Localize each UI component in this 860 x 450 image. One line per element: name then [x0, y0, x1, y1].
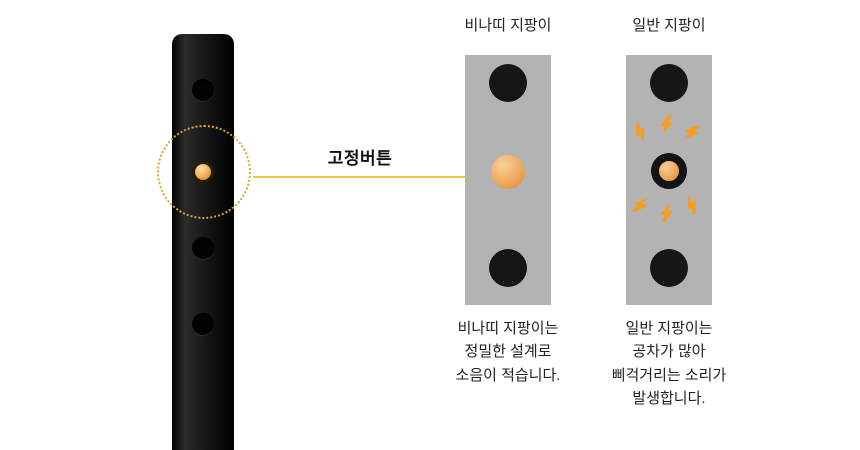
callout-line: [253, 176, 495, 178]
pole-hole-graphic: [489, 64, 527, 102]
generic-panel-title: 일반 지팡이: [632, 17, 706, 34]
pole-hole-graphic: [650, 64, 688, 102]
lightning-icon: [630, 121, 651, 144]
pole-hole-graphic: [650, 249, 688, 287]
pole-hole: [192, 79, 214, 101]
cane-pole: [172, 34, 234, 450]
loose-fix-button-graphic: [651, 153, 687, 189]
fix-button-label: 고정버튼: [327, 149, 393, 168]
dotted-focus-circle-icon: [157, 125, 251, 219]
lightning-icon: [660, 203, 674, 222]
vinatti-panel: [465, 55, 551, 305]
pole-hole: [192, 237, 214, 259]
fix-button-graphic: [491, 155, 525, 189]
vinatti-caption: 비나띠 지팡이는 정밀한 설계로 소음이 적습니다.: [455, 320, 561, 384]
lightning-icon: [630, 193, 651, 216]
pole-hole: [192, 313, 214, 335]
lightning-icon: [659, 114, 674, 134]
vinatti-panel-title: 비나띠 지팡이: [464, 17, 552, 34]
lightning-icon: [681, 121, 702, 144]
lightning-icon: [681, 193, 702, 216]
vinatti-column: 비나띠 지팡이 비나띠 지팡이는 정밀한 설계로 소음이 적습니다.: [443, 14, 573, 387]
generic-panel: [626, 55, 712, 305]
pole-hole-graphic: [489, 249, 527, 287]
generic-caption: 일반 지팡이는 공차가 많아 삐걱거리는 소리가 발생합니다.: [611, 320, 727, 407]
generic-column: 일반 지팡이 일반 지팡이는 공차가 많아 삐걱거리: [604, 14, 734, 410]
